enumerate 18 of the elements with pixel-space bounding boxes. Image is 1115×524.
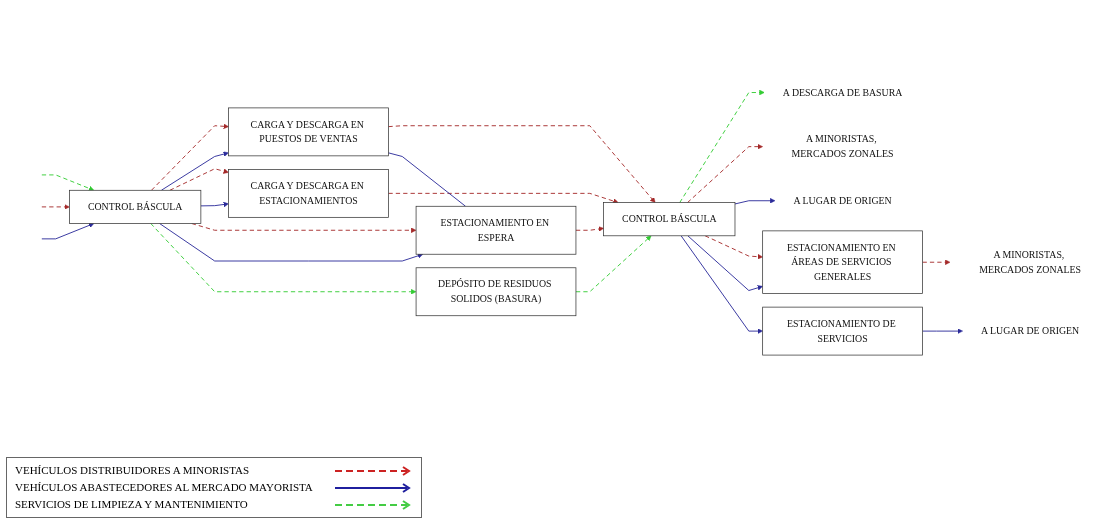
- legend-text: SERVICIOS DE LIMPIEZA Y MANTENIMIENTO: [15, 497, 248, 512]
- node-box: [762, 306, 923, 355]
- node-text: A MINORISTAS, MERCADOS ZONALES: [979, 248, 1082, 275]
- node-text: A DESCARGA DE BASURA: [782, 86, 903, 97]
- node-text: A LUGAR DE ORIGEN: [981, 325, 1080, 336]
- node-box: [415, 205, 577, 255]
- flowchart-drawing: CONTROL BÁSCULA CARGA Y DESCARGA EN PUESTOS DE VENTAS CARGA Y DESCARGA EN ESTACIONAMIENTOS ESTACIONAMIENTO EN ESPERA DEPÓSITO DE RESIDUOS SOLIDOS (BASURA) CONTROL BÁSCULA A DESCARGA DE BASURA A MINORISTAS, MERCADOS ZONALES A LUGAR DE ORIGEN ESTACIONAMIENTO EN ÁREAS DE SERVICIOS GENERALES ESTACIONAMIENTO DE SERVICIOS A MINORISTAS, MERCADOS ZONALES A LUGAR DE ORIGEN: [0, 70, 1115, 360]
- node-text: A LUGAR DE ORIGEN: [793, 194, 892, 206]
- node-text: A MINORISTAS, MERCADOS ZONALES: [791, 133, 894, 159]
- connector: [387, 151, 466, 207]
- node-box: [603, 201, 736, 236]
- node-box: [762, 230, 923, 294]
- legend-text: VEHÍCULOS ABASTECEDORES AL MERCADO MAYORISTA: [15, 480, 313, 495]
- node-box: [228, 168, 389, 218]
- node-box: [415, 266, 577, 316]
- node-box: [69, 189, 202, 224]
- node-box: [228, 107, 389, 156]
- legend-text: VEHÍCULOS DISTRIBUIDORES A MINORISTAS: [15, 463, 250, 478]
